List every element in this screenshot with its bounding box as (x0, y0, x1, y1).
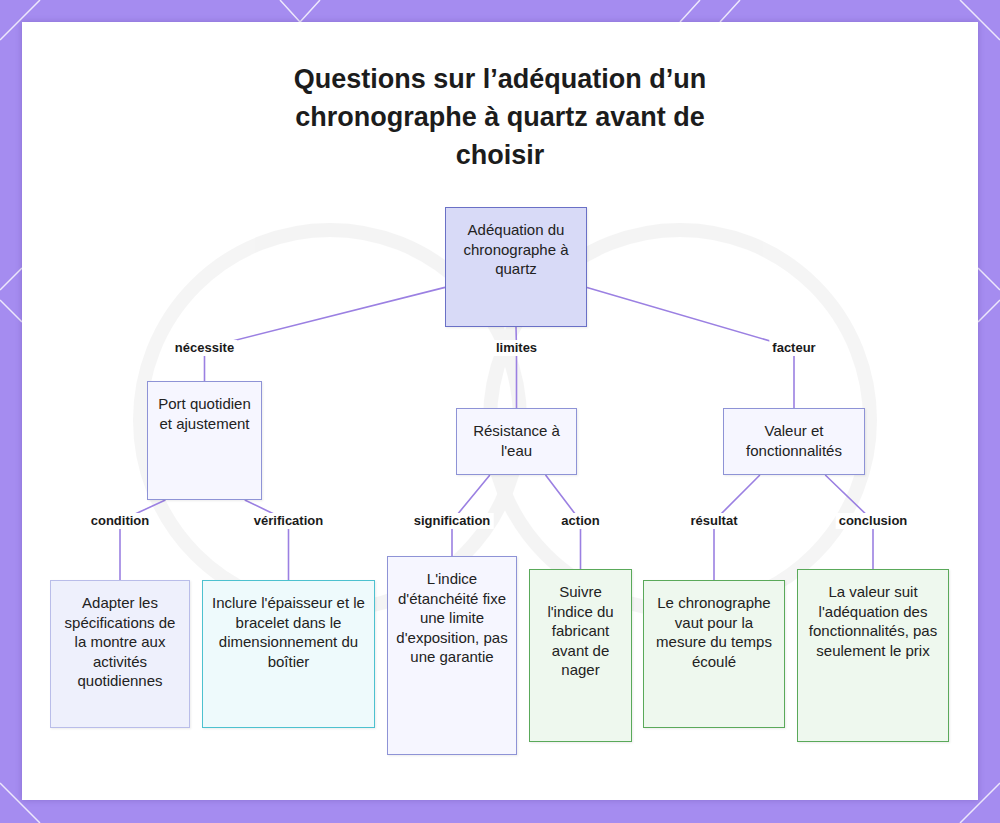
diagram-title: Questions sur l’adéquation d’un chronogr… (250, 60, 750, 174)
node-text: La valeur suit l'adéquation des fonction… (804, 582, 942, 660)
edge-label: condition (88, 513, 153, 529)
edge-label: limites (493, 340, 540, 356)
edge-label: résultat (688, 513, 741, 529)
edge-label: signification (411, 513, 494, 529)
concept-box: La valeur suit l'adéquation des fonction… (797, 569, 949, 742)
edge-label: vérification (251, 513, 326, 529)
edge-label: nécessite (172, 340, 237, 356)
node-text: Adéquation du chronographe à quartz (452, 220, 580, 279)
node-text: Adapter les spécifications de la montre … (57, 593, 183, 691)
node-text: L'indice d'étanchéité fixe une limite d'… (394, 569, 510, 667)
connector-line (245, 500, 289, 580)
concept-box: Port quotidien et ajustement (147, 381, 262, 500)
concept-box: Valeur et fonctionnalités (723, 408, 865, 475)
node-text: Résistance à l'eau (463, 421, 570, 460)
edge-label: action (558, 513, 602, 529)
node-text: Le chronographe vaut pour la mesure du t… (650, 593, 778, 671)
root-box: Adéquation du chronographe à quartz (445, 207, 587, 327)
node-text: Valeur et fonctionnalités (730, 421, 858, 460)
edge-label: facteur (769, 340, 818, 356)
concept-box: Résistance à l'eau (456, 408, 577, 475)
edge-label: conclusion (836, 513, 911, 529)
concept-box: L'indice d'étanchéité fixe une limite d'… (387, 556, 517, 755)
connector-line (587, 287, 794, 408)
node-text: Inclure l'épaisseur et le bracelet dans … (209, 593, 368, 671)
concept-box: Suivre l'indice du fabricant avant de na… (529, 569, 632, 742)
concept-box: Inclure l'épaisseur et le bracelet dans … (202, 580, 375, 728)
node-text: Suivre l'indice du fabricant avant de na… (536, 582, 625, 680)
node-text: Port quotidien et ajustement (154, 394, 255, 433)
connector-line (205, 287, 446, 381)
concept-box: Adapter les spécifications de la montre … (50, 580, 190, 728)
connector-line (120, 500, 165, 580)
concept-box: Le chronographe vaut pour la mesure du t… (643, 580, 785, 728)
